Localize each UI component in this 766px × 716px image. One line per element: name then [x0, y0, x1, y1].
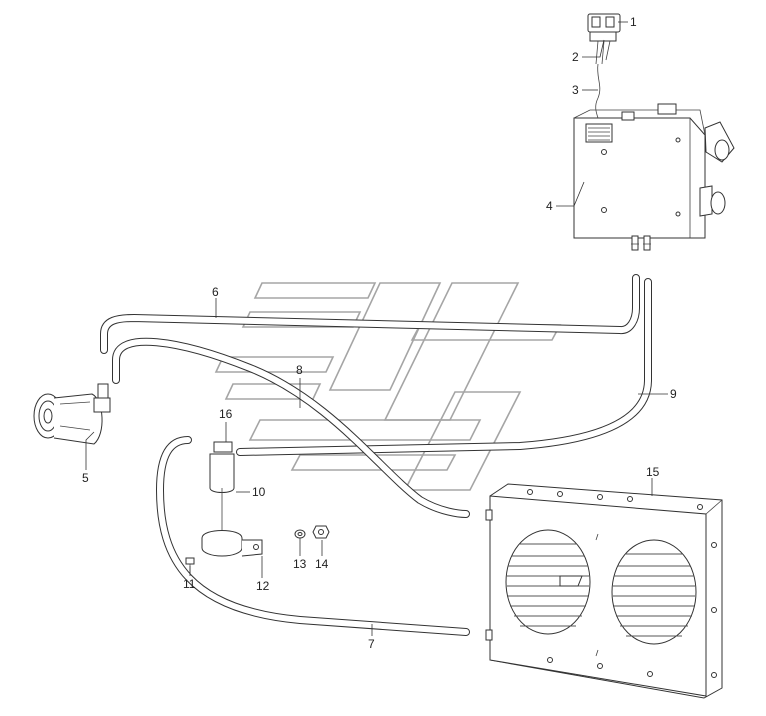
callout-15: 15 [646, 465, 660, 479]
callout-1: 1 [630, 15, 637, 29]
compressor [33, 383, 111, 445]
callout-4: 4 [546, 199, 553, 213]
callout-12: 12 [256, 579, 270, 593]
callout-7: 7 [368, 637, 375, 651]
callout-9: 9 [670, 387, 677, 401]
fan-left [505, 529, 591, 635]
hose-7 [157, 437, 469, 635]
callout-6: 6 [212, 285, 219, 299]
evaporator-unit [573, 103, 735, 251]
leader-lines [85, 21, 668, 636]
callout-14: 14 [315, 557, 329, 571]
callout-10: 10 [252, 485, 266, 499]
callout-2: 2 [572, 50, 579, 64]
callout-11: 11 [183, 577, 196, 591]
callout-3: 3 [572, 83, 579, 97]
hose-9 [237, 279, 651, 455]
nut [312, 525, 330, 539]
callout-16: 16 [219, 407, 233, 421]
drier-bracket [201, 530, 263, 557]
condenser [485, 483, 723, 699]
switch-connector [587, 13, 621, 65]
watermark-logo [214, 282, 562, 491]
washer [294, 529, 306, 539]
receiver-drier [209, 441, 235, 532]
callout-13: 13 [293, 557, 307, 571]
callout-8: 8 [296, 363, 303, 377]
wire-harness [595, 63, 601, 119]
callouts: 1 2 3 4 5 6 7 8 9 10 11 12 13 14 15 16 [82, 15, 677, 651]
callout-5: 5 [82, 471, 89, 485]
hose-6 [101, 275, 639, 353]
hose-8 [113, 338, 469, 517]
fan-right [611, 539, 697, 645]
